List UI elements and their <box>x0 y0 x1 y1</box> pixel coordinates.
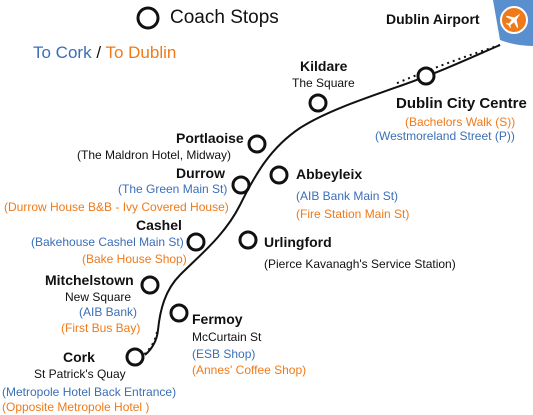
legend-to-dublin-label: To Dublin <box>105 43 177 62</box>
stop-marker-kildare <box>308 93 328 113</box>
stop-marker-dublin-city-centre <box>416 66 436 86</box>
airport-badge <box>493 0 533 46</box>
cashel-to-cork: (Bakehouse Cashel Main St) <box>31 235 184 249</box>
stop-marker-fermoy <box>169 303 189 323</box>
fermoy-sub: McCurtain St <box>192 330 262 344</box>
dublin-city-centre-to-dublin: (Bachelors Walk (S)) <box>405 115 516 129</box>
fermoy-to-dublin: (Annes' Coffee Shop) <box>192 363 307 377</box>
legend-to-cork-label: To Cork <box>33 43 92 62</box>
cashel-to-dublin: (Bake House Shop) <box>82 252 187 266</box>
cork-to-dublin: (Opposite Metropole Hotel ) <box>2 400 150 414</box>
fermoy-to-cork: (ESB Shop) <box>192 347 256 361</box>
abbeyleix-name: Abbeyleix <box>296 166 363 182</box>
airplane-icon <box>505 13 521 29</box>
dublin-city-centre-name: Dublin City Centre <box>396 95 527 112</box>
legend-direction: To Cork / To Dublin <box>33 44 176 61</box>
stop-marker-cashel <box>186 232 206 252</box>
cork-name: Cork <box>63 349 95 365</box>
durrow-name: Durrow <box>176 165 225 181</box>
fermoy-name: Fermoy <box>192 311 243 327</box>
durrow-to-cork: (The Green Main St) <box>118 182 228 196</box>
stop-marker-mitchelstown <box>140 275 160 295</box>
cork-to-cork: (Metropole Hotel Back Entrance) <box>2 385 177 399</box>
portlaoise-name: Portlaoise <box>176 130 244 146</box>
cork-sub: St Patrick's Quay <box>34 367 126 381</box>
kildare-name: Kildare <box>300 58 348 74</box>
stop-marker-cork <box>125 347 145 367</box>
mitchelstown-to-cork: (AIB Bank) <box>79 305 138 319</box>
cashel-name: Cashel <box>136 217 182 233</box>
durrow-to-dublin: (Durrow House B&B - Ivy Covered House) <box>4 200 229 214</box>
stop-marker-durrow <box>231 175 251 195</box>
abbeyleix-to-dublin: (Fire Station Main St) <box>296 207 410 221</box>
stop-marker-portlaoise <box>247 134 267 154</box>
stop-marker-abbeyleix <box>269 165 289 185</box>
dublin-city-centre-to-cork: (Westmoreland Street (P)) <box>375 129 515 143</box>
urlingford-sub: (Pierce Kavanagh's Service Station) <box>264 257 456 271</box>
urlingford-name: Urlingford <box>264 234 332 250</box>
mitchelstown-sub: New Square <box>65 290 132 304</box>
kildare-sub: The Square <box>292 76 355 90</box>
mitchelstown-to-dublin: (First Bus Bay) <box>61 321 141 335</box>
legend-separator: / <box>96 43 102 62</box>
portlaoise-sub: (The Maldron Hotel, Midway) <box>77 148 232 162</box>
stop-marker-urlingford <box>238 230 258 250</box>
legend-stop-marker <box>136 6 160 30</box>
airport-dotted-link <box>394 44 501 85</box>
legend-coach-stops-label: Coach Stops <box>170 7 279 28</box>
mitchelstown-name: Mitchelstown <box>45 272 134 288</box>
abbeyleix-to-cork: (AIB Bank Main St) <box>296 189 399 203</box>
airport-name: Dublin Airport <box>386 11 480 27</box>
